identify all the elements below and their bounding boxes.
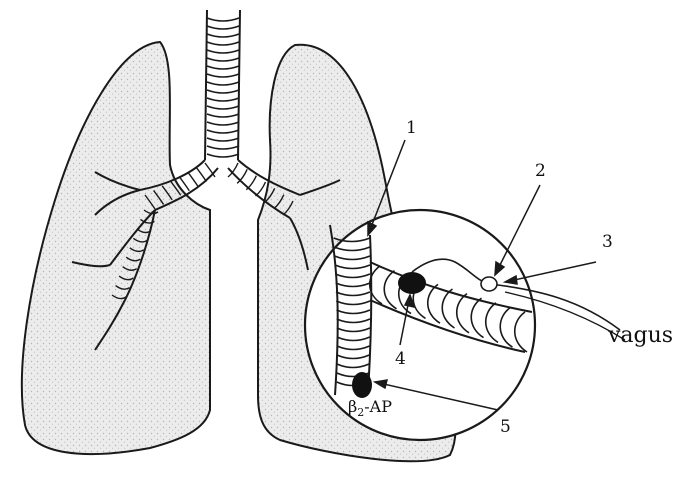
label-beta2-ap: β2-AP <box>348 397 392 419</box>
beta2-receptor <box>352 372 372 398</box>
trachea-ring <box>207 106 239 109</box>
label-2: 2 <box>535 161 546 181</box>
trachea-ring <box>207 66 239 69</box>
trachea-ring <box>207 26 239 29</box>
bronchus-ring <box>188 172 198 186</box>
trachea-ring <box>207 122 239 125</box>
trachea-ring <box>207 90 239 93</box>
bronchus-ring <box>196 168 206 182</box>
label-1: 1 <box>406 118 417 138</box>
label-4: 4 <box>395 349 406 369</box>
trachea-ring <box>207 82 239 85</box>
trachea-ring <box>207 74 239 77</box>
trachea-ring <box>207 18 239 21</box>
label-5: 5 <box>500 417 511 437</box>
trachea-ring <box>207 130 239 133</box>
trachea-ring <box>207 98 239 101</box>
muscarinic-receptor <box>398 272 426 294</box>
trachea-ring <box>207 154 239 157</box>
label-3: 3 <box>602 232 613 252</box>
ganglion <box>481 277 497 291</box>
trachea-ring <box>207 58 239 61</box>
trachea-ring <box>207 34 239 37</box>
trachea-ring <box>207 114 239 117</box>
left-lung <box>22 42 210 454</box>
trachea <box>205 10 240 160</box>
label-vagus: vagus <box>607 323 673 348</box>
trachea-ring <box>207 138 239 141</box>
trachea-ring <box>207 146 239 149</box>
bronchus-ring <box>205 163 215 177</box>
trachea-ring <box>207 50 239 53</box>
bronchus-ring <box>246 176 256 190</box>
trachea-ring <box>207 42 239 45</box>
bronchus-ring <box>256 182 266 196</box>
